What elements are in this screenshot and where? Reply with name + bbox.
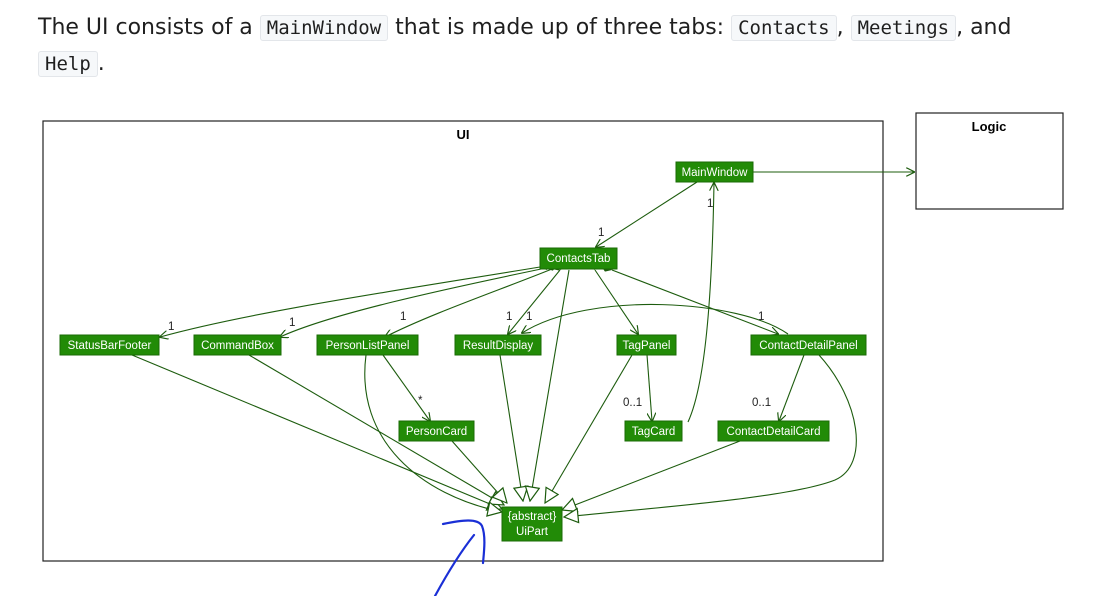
mult-resultdisplay-b: 1: [526, 311, 532, 323]
node-tagpanel-label: TagPanel: [623, 340, 671, 352]
inherit-personlistpanel: [364, 354, 502, 512]
inherit-contactdetailcard: [562, 440, 741, 510]
node-contactdetailcard: ContactDetailCard: [717, 420, 830, 442]
node-tagcard: TagCard: [624, 420, 683, 442]
node-statusbarfooter: StatusBarFooter: [59, 334, 160, 356]
logic-package: [915, 112, 1064, 210]
ui-package-title: UI: [457, 127, 470, 142]
inherit-tagpanel: [545, 354, 633, 503]
node-resultdisplay: ResultDisplay: [454, 334, 542, 356]
code-contacts: Contacts: [731, 15, 837, 41]
edge-contactstab-commandbox: [280, 268, 546, 337]
mult-statusbar: 1: [168, 321, 174, 333]
multiplicity-labels: 1 1 1 1 1 1 1 1 * 0..1 0..1: [168, 198, 771, 409]
node-personlistpanel-label: PersonListPanel: [326, 340, 410, 352]
edge-contactstab-contactdetailpanel: [612, 270, 778, 334]
node-mainwindow: MainWindow: [675, 161, 754, 183]
code-meetings: Meetings: [850, 15, 957, 41]
inherit-contactstab: [530, 269, 570, 501]
edge-contactstab-resultdisplay: [508, 270, 560, 334]
intro-text-4: , and: [956, 15, 1012, 40]
intro-text-2: that is made up of three tabs:: [388, 15, 732, 40]
node-contactdetailcard-label: ContactDetailCard: [727, 426, 821, 438]
handwritten-annotation-mark: [433, 519, 486, 596]
node-personcard-label: PersonCard: [406, 426, 467, 438]
intro-text-1: The UI consists of a: [38, 15, 260, 40]
intro-text-5: .: [97, 51, 105, 76]
node-commandbox: CommandBox: [193, 334, 282, 356]
edge-tagcard-mainwindow: [687, 183, 714, 423]
mult-personcard: *: [418, 395, 423, 407]
mult-personlist: 1: [400, 311, 406, 323]
node-mainwindow-label: MainWindow: [682, 167, 749, 179]
edge-personlistpanel-personcard: [382, 354, 430, 421]
logic-package-title: Logic: [972, 119, 1007, 134]
intro-paragraph: The UI consists of a MainWindow that is …: [38, 10, 1098, 82]
node-uipart-stereotype: {abstract}: [508, 511, 557, 523]
mult-resultdisplay-a: 1: [506, 311, 512, 323]
mult-contactdetail: 1: [758, 311, 764, 323]
node-tagpanel: TagPanel: [616, 334, 677, 356]
code-help: Help: [38, 51, 98, 77]
edge-contactdetailpanel-contactdetailcard: [779, 354, 805, 421]
node-contactstab-label: ContactsTab: [547, 253, 611, 265]
node-tagcard-label: TagCard: [632, 426, 675, 438]
code-mainwindow: MainWindow: [259, 15, 389, 41]
edge-contactstab-tagpanel: [595, 270, 638, 334]
node-statusbarfooter-label: StatusBarFooter: [68, 340, 152, 352]
node-contactstab: ContactsTab: [539, 247, 618, 270]
mult-contactdetailcard: 0..1: [752, 397, 771, 409]
inherit-commandbox: [248, 354, 504, 505]
inherit-statusbarfooter: [131, 354, 502, 509]
ui-package: [42, 120, 884, 562]
node-resultdisplay-label: ResultDisplay: [463, 340, 534, 352]
edge-mainwindow-contactstab: [596, 182, 697, 247]
node-uipart-label: UiPart: [516, 526, 549, 538]
intro-text-3: ,: [836, 15, 851, 40]
edge-tagpanel-tagcard: [646, 354, 652, 421]
edge-contactstab-personlistpanel: [385, 269, 552, 337]
diagram-edges: [131, 172, 914, 517]
inherit-resultdisplay: [499, 354, 523, 501]
node-contactdetailpanel-label: ContactDetailPanel: [759, 340, 857, 352]
edge-contactstab-statusbarfooter: [160, 267, 540, 337]
inherit-contactdetailpanel: [564, 354, 857, 517]
node-commandbox-label: CommandBox: [201, 340, 274, 352]
mult-tagcard-to-main: 1: [707, 198, 713, 210]
mult-tagcard: 0..1: [623, 397, 642, 409]
mult-commandbox: 1: [289, 317, 295, 329]
node-uipart: {abstract} UiPart: [501, 506, 563, 542]
node-contactdetailpanel: ContactDetailPanel: [750, 334, 867, 356]
node-personlistpanel: PersonListPanel: [316, 334, 419, 356]
mult-main-to-tab: 1: [598, 227, 604, 239]
inherit-personcard: [451, 440, 507, 503]
edge-contactdetailpanel-resultdisplay: [522, 303, 789, 335]
node-personcard: PersonCard: [398, 420, 475, 442]
